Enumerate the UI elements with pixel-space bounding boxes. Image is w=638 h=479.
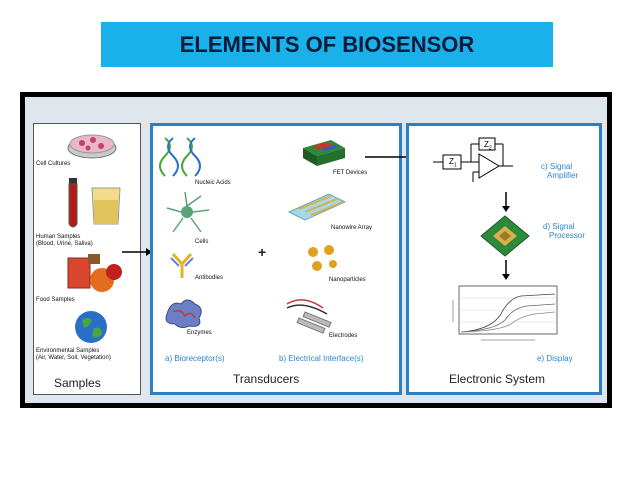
label-signal-processor-2: Processor [549, 231, 586, 240]
cell-icon [166, 191, 210, 233]
page-title: ELEMENTS OF BIOSENSOR [179, 31, 475, 57]
samples-footer: Samples [54, 376, 101, 390]
label-cell-cultures: Cell Cultures [36, 161, 71, 167]
label-cells: Cells [195, 239, 209, 245]
label-human-samples-sub: (Blood, Urine, Saliva) [36, 241, 93, 247]
globe-icon [75, 311, 107, 343]
transducers-panel: Nucleic Acids Cells Antibodies Enzymes + [150, 123, 402, 395]
arrow-down-processor [502, 260, 510, 280]
z2-subscript: 2 [488, 145, 492, 152]
label-nanowire-array: Nanowire Array [331, 225, 373, 231]
z1-symbol: Z [449, 157, 454, 166]
label-bioreceptor: a) Bioreceptor(s) [165, 354, 225, 363]
label-z1: Z1 [449, 157, 457, 169]
label-enzymes: Enzymes [187, 330, 212, 336]
plus-sign: + [258, 244, 267, 260]
label-z2: Z2 [484, 140, 492, 152]
label-nanoparticles: Nanoparticles [329, 277, 366, 283]
electronic-system-panel: Z1 Z2 c) Signal Amplifier d) Signal Proc… [406, 123, 602, 395]
fet-device-icon [303, 140, 345, 166]
label-food-samples: Food Samples [36, 297, 75, 303]
diagram-background: Cell Cultures Human Samples (Blood, Urin… [25, 97, 607, 403]
arrow-samples-to-transducers [122, 248, 152, 256]
test-tube-icon [68, 178, 78, 228]
food-icon [67, 254, 122, 292]
label-nucleic-acids: Nucleic Acids [195, 180, 231, 186]
electronic-footer: Electronic System [449, 372, 546, 386]
samples-panel: Cell Cultures Human Samples (Blood, Urin… [33, 123, 141, 395]
z1-subscript: 1 [453, 162, 457, 169]
label-fet-devices: FET Devices [333, 170, 368, 176]
label-environmental-samples-sub: (Air, Water, Soil, Vegetation) [36, 355, 111, 361]
nanoparticles-icon [308, 245, 337, 271]
arrow-down-amplifier [502, 192, 510, 212]
label-signal-amplifier-2: Amplifier [547, 171, 579, 180]
label-human-samples: Human Samples [36, 234, 81, 240]
diagram-frame: Cell Cultures Human Samples (Blood, Urin… [20, 92, 612, 408]
amplifier-circuit-icon [433, 137, 513, 182]
z2-symbol: Z [484, 140, 489, 149]
label-signal-amplifier-1: c) Signal [541, 162, 573, 171]
electrodes-icon [286, 299, 332, 334]
display-graph-icon [452, 285, 558, 341]
label-signal-processor-1: d) Signal [543, 222, 575, 231]
processor-chip-icon [480, 215, 530, 257]
label-electrical-interface: b) Electrical Interface(s) [279, 354, 364, 363]
label-electrodes: Electrodes [329, 333, 358, 339]
title-banner: ELEMENTS OF BIOSENSOR [101, 22, 553, 67]
antibody-icon [170, 252, 194, 278]
dna-icon [159, 137, 201, 177]
petri-dish-icon [67, 134, 117, 159]
label-antibodies: Antibodies [195, 275, 224, 281]
beaker-icon [91, 187, 121, 225]
enzyme-icon [165, 299, 202, 329]
label-environmental-samples: Environmental Samples [36, 348, 100, 354]
label-display: e) Display [537, 354, 573, 363]
nanowire-array-icon [287, 193, 347, 221]
transducers-footer: Transducers [233, 372, 300, 386]
